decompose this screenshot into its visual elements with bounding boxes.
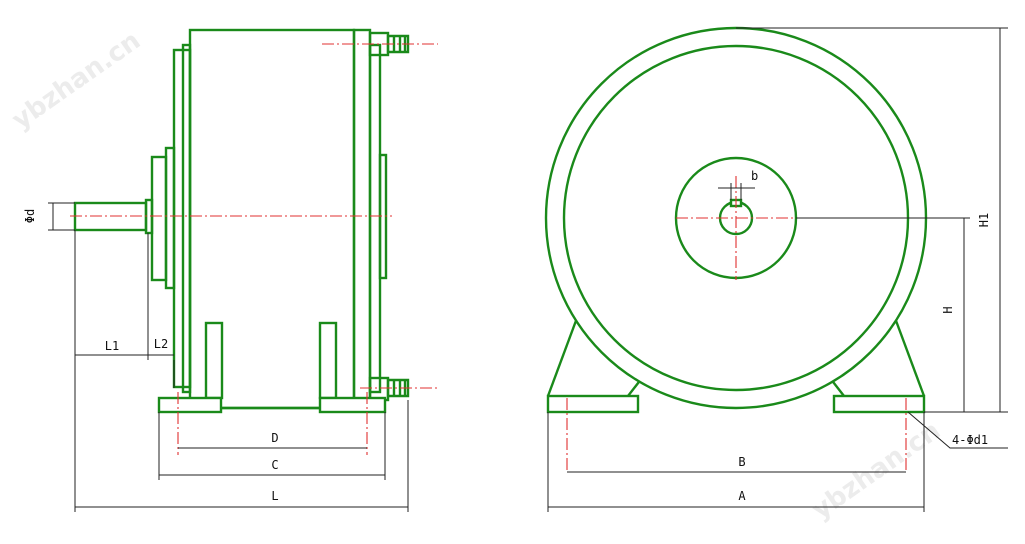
label-d: Φd xyxy=(23,209,37,223)
foot-left xyxy=(157,396,223,414)
foot-rib-left xyxy=(204,321,224,400)
right-support-slant xyxy=(893,317,926,397)
label-B: B xyxy=(738,455,745,469)
side-body xyxy=(188,28,356,410)
watermark-right: ybzhan.cn xyxy=(807,416,946,526)
label-D: D xyxy=(271,431,278,445)
label-H1: H1 xyxy=(977,213,991,227)
label-H: H xyxy=(941,306,955,313)
label-A: A xyxy=(738,489,746,503)
right-cover xyxy=(352,28,372,410)
label-L: L xyxy=(271,489,278,503)
left-flange-rim xyxy=(181,43,192,394)
label-C: C xyxy=(271,458,278,472)
left-support-slant xyxy=(546,317,579,397)
label-L2: L2 xyxy=(154,337,168,351)
foot-right xyxy=(318,396,387,414)
right-cover-rim xyxy=(368,43,382,394)
front-foot-right xyxy=(832,394,926,414)
label-d1: 4-Φd1 xyxy=(952,433,988,447)
side-view: Φd L1 L2 D C L xyxy=(23,28,438,512)
bearing-cap-collar xyxy=(164,146,176,290)
watermark-left: ybzhan.cn xyxy=(7,26,146,136)
bottom-nozzle-barb xyxy=(386,378,410,398)
dim-d1-leader xyxy=(907,411,1008,449)
label-b: b xyxy=(751,169,758,183)
front-foot-left xyxy=(546,394,640,414)
bearing-cap xyxy=(150,155,168,282)
foot-rib-right xyxy=(318,321,338,400)
front-view: b H1 H B A 4-Φd1 xyxy=(544,26,1008,512)
label-L1: L1 xyxy=(105,339,119,353)
